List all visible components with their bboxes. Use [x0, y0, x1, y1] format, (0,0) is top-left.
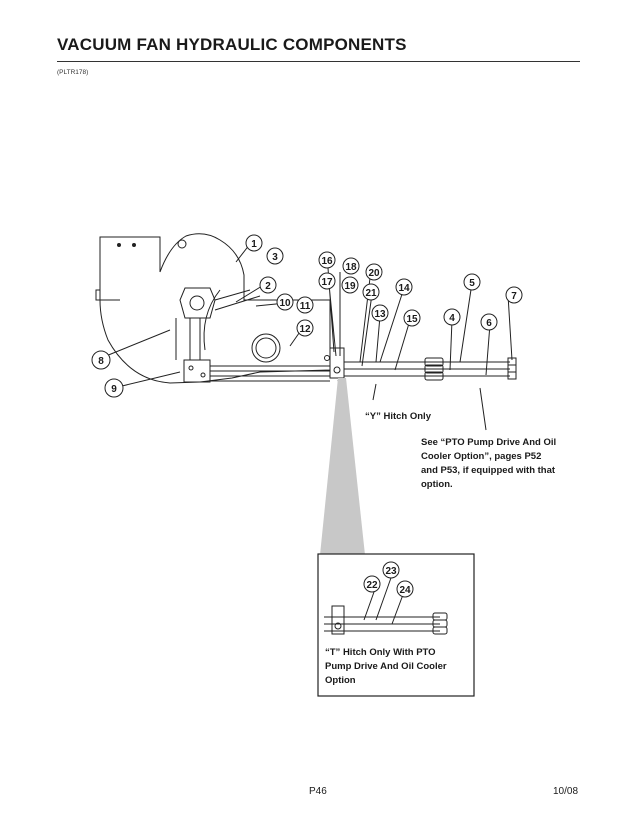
page-number: P46: [309, 786, 327, 797]
see-pto-note-line: and P53, if equipped with that: [421, 465, 556, 476]
hitch-bracket: [329, 347, 345, 379]
callout-6: 6: [486, 318, 492, 329]
callout-11: 11: [300, 301, 311, 312]
t-hitch-note-line: Pump Drive And Oil Cooler: [325, 661, 447, 672]
callout-17: 17: [321, 277, 333, 288]
t-hitch-note-line: “T” Hitch Only With PTO: [325, 647, 436, 658]
fan-housing: [99, 233, 331, 384]
callout-10: 10: [279, 298, 291, 309]
page-title: VACUUM FAN HYDRAULIC COMPONENTS: [57, 35, 407, 54]
callout-14: 14: [398, 283, 410, 294]
revision-date: 10/08: [553, 786, 579, 797]
t-hitch-note: “T” Hitch Only With PTO Pump Drive And O…: [325, 646, 447, 688]
y-hitch-note: “Y” Hitch Only: [365, 411, 431, 422]
callout-5: 5: [469, 278, 475, 289]
drawing-reference: (PLTR178): [57, 69, 89, 76]
see-pto-note-line: option.: [421, 479, 453, 490]
callout-4: 4: [449, 313, 455, 324]
see-pto-note-line: Cooler Option”, pages P52: [421, 451, 542, 462]
callout-23: 23: [385, 566, 397, 577]
callout-7: 7: [511, 291, 517, 302]
hose-bundle: [210, 365, 330, 382]
header-rule: [57, 61, 580, 62]
callout-22: 22: [366, 580, 378, 591]
callout-12: 12: [299, 324, 311, 335]
see-pto-note: See “PTO Pump Drive And Oil Cooler Optio…: [421, 436, 556, 492]
hydraulic-motor: [179, 287, 216, 319]
callout-3: 3: [272, 252, 278, 263]
callout-24: 24: [399, 585, 411, 596]
callout-1: 1: [251, 239, 257, 250]
callout-9: 9: [111, 384, 117, 395]
callout-20: 20: [368, 268, 380, 279]
callout-21: 21: [365, 288, 377, 299]
callout-18: 18: [345, 262, 357, 273]
callout-8: 8: [98, 356, 104, 367]
callout-15: 15: [406, 314, 418, 325]
callout-2: 2: [265, 281, 271, 292]
callout-16: 16: [321, 256, 333, 267]
fan-pulley: [251, 333, 281, 363]
callout-19: 19: [344, 281, 356, 292]
see-pto-note-line: See “PTO Pump Drive And Oil: [421, 437, 557, 448]
valve-block: [183, 359, 211, 383]
hydraulic-lines: [344, 361, 510, 377]
callout-13: 13: [374, 309, 386, 320]
t-hitch-note-line: Option: [325, 675, 356, 686]
